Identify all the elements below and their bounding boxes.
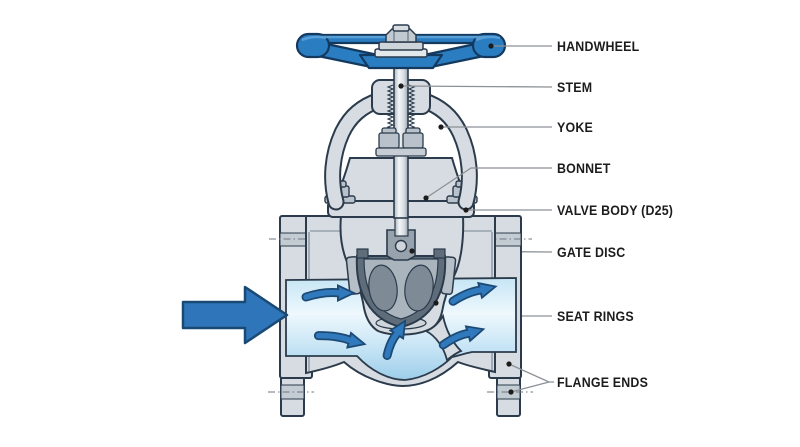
- disc-lobe-right: [404, 264, 434, 312]
- flow-arrow-upper-right: [448, 281, 498, 306]
- stem-threads-left: [386, 84, 395, 130]
- label-handwheel: HANDWHEEL: [557, 39, 640, 54]
- leader-dots: [398, 43, 514, 395]
- flange-ends-leader-line: [508, 363, 554, 393]
- gate-disc: [355, 229, 447, 330]
- yoke: [324, 79, 478, 211]
- gland-nuts: [375, 127, 427, 157]
- bonnet-leader-line: [425, 167, 552, 199]
- flow-arrow-inlet: [301, 284, 356, 302]
- clevis-pin: [394, 239, 408, 253]
- flow-path-arrows: [301, 281, 498, 360]
- label-flange-ends: FLANGE ENDS: [557, 375, 649, 390]
- label-gate-disc: GATE DISC: [557, 245, 626, 260]
- label-stem: STEM: [557, 80, 593, 95]
- label-valve-body: VALVE BODY (D25): [557, 203, 674, 218]
- flow-direction-arrow: [181, 285, 289, 345]
- leader-lines-front: [400, 45, 554, 393]
- stem-threads-right: [407, 84, 416, 130]
- stem-leader-line: [400, 85, 553, 88]
- label-yoke: YOKE: [557, 120, 593, 135]
- disc-lobe-left: [368, 264, 398, 312]
- flow-arrow-lower-right: [438, 325, 486, 350]
- label-bonnet: BONNET: [557, 161, 611, 176]
- label-seat-rings: SEAT RINGS: [557, 309, 634, 324]
- flow-arrow-center-up: [382, 319, 407, 360]
- stem: [375, 49, 427, 219]
- stem-nut: [374, 24, 428, 58]
- handwheel: [295, 24, 507, 70]
- flow-arrow-lower-left: [313, 331, 367, 349]
- dome-right-wall: [423, 313, 463, 362]
